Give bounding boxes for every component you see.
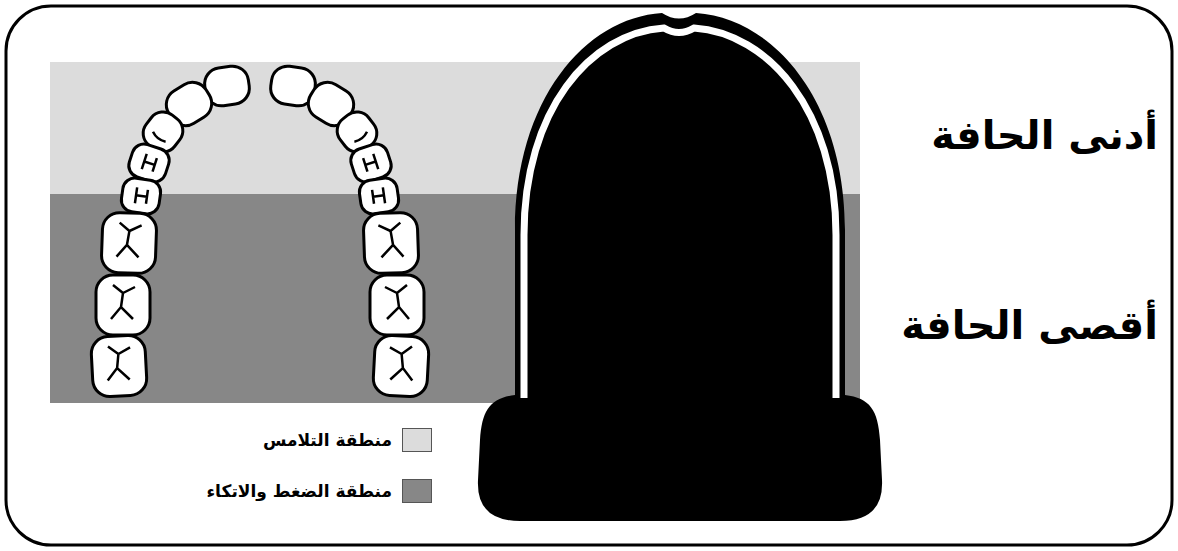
tooth <box>370 275 424 335</box>
ridge-line <box>524 28 836 398</box>
edge-label: أقصى الحافة <box>901 301 1158 349</box>
legend-swatch <box>402 428 432 452</box>
tooth <box>120 177 162 216</box>
dental-arch <box>90 64 429 397</box>
tooth <box>358 177 400 216</box>
tooth <box>101 212 157 274</box>
arch-half <box>269 64 430 397</box>
tooth <box>96 275 150 335</box>
frame-border <box>6 6 1172 545</box>
denture-base <box>478 13 882 521</box>
legend-text: منطقة الضغط والاتكاء <box>206 481 392 501</box>
tooth <box>363 212 419 274</box>
legend-entry: منطقة الضغط والاتكاء <box>206 479 432 503</box>
edge-label: أدنى الحافة <box>931 111 1158 159</box>
arch-half <box>90 64 251 397</box>
legend-entry: منطقة التلامس <box>263 428 432 452</box>
legend-swatch <box>402 479 432 503</box>
tooth <box>90 335 147 398</box>
legend-text: منطقة التلامس <box>263 430 392 450</box>
tooth <box>372 335 429 398</box>
